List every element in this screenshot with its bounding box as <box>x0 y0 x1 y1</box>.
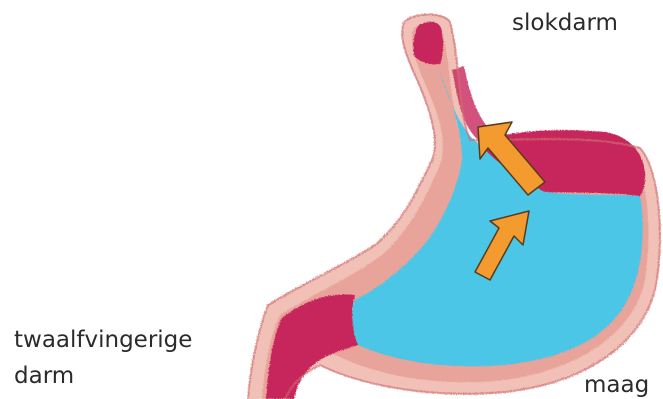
label-esophagus: slokdarm <box>512 12 618 35</box>
label-stomach: maag <box>584 374 649 397</box>
label-duodenum-line1: twaalfvingerige <box>14 322 192 358</box>
label-duodenum-line2: darm <box>14 358 192 394</box>
stomach-acid <box>352 68 643 366</box>
esophagus-tip <box>413 22 443 65</box>
label-duodenum: twaalfvingerige darm <box>14 322 192 394</box>
